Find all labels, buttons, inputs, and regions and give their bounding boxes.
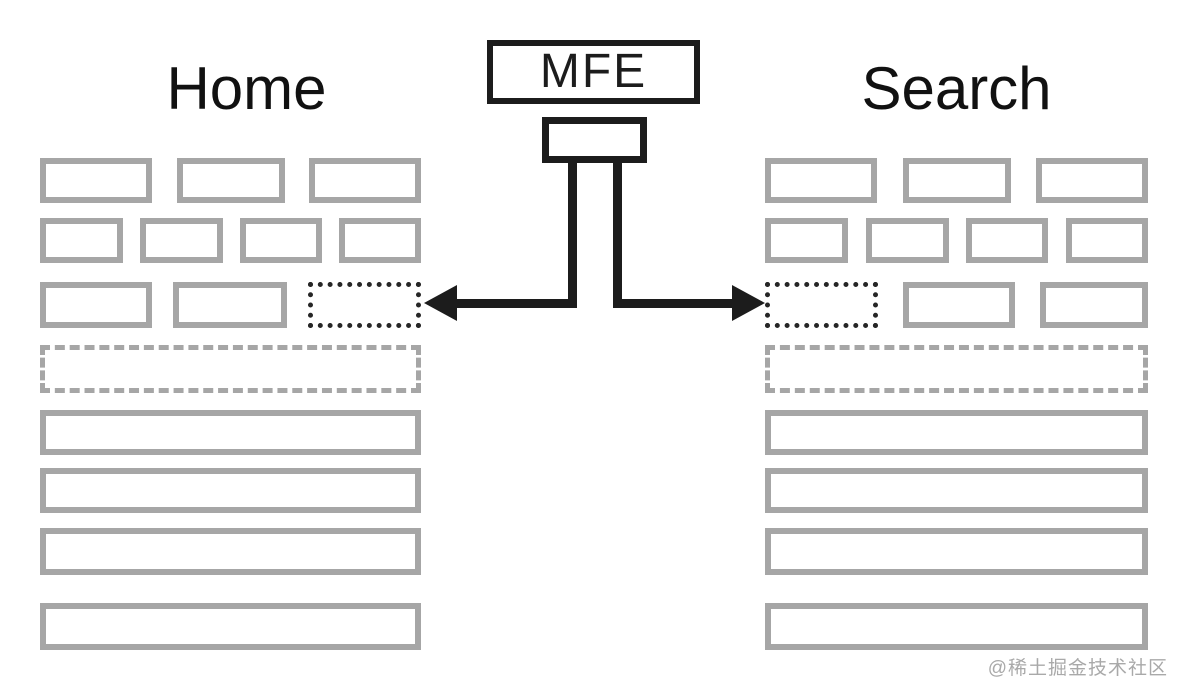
wireframe-tile bbox=[865, 218, 949, 263]
page-title-search: Search bbox=[861, 55, 1052, 122]
wireframe-row bbox=[765, 282, 1148, 328]
page-title-home: Home bbox=[166, 55, 327, 122]
wireframe-row bbox=[40, 410, 421, 455]
mfe-slot-placeholder bbox=[308, 282, 421, 328]
connector-right-line bbox=[613, 299, 735, 308]
wireframe-row bbox=[765, 218, 1148, 263]
wireframe-row bbox=[40, 468, 421, 513]
wireframe-tile bbox=[966, 218, 1049, 263]
wireframe-tile bbox=[40, 282, 152, 328]
content-block bbox=[40, 603, 421, 650]
wireframe-row bbox=[40, 158, 421, 203]
arrowhead-left-icon bbox=[424, 285, 457, 321]
arrowhead-right-icon bbox=[732, 285, 765, 321]
wireframe-row bbox=[765, 468, 1148, 513]
dashed-placeholder bbox=[765, 345, 1148, 393]
mfe-slot-placeholder bbox=[765, 282, 878, 328]
wireframe-row bbox=[765, 603, 1148, 650]
wireframe-tile bbox=[40, 218, 123, 263]
wireframe-row bbox=[40, 345, 421, 393]
wireframe-tile bbox=[309, 158, 421, 203]
search-page-wireframe bbox=[765, 0, 1148, 693]
connector-left-leg bbox=[568, 160, 577, 308]
wireframe-tile bbox=[140, 218, 223, 263]
wireframe-row bbox=[765, 158, 1148, 203]
content-block bbox=[765, 410, 1148, 455]
wireframe-row bbox=[40, 528, 421, 575]
wireframe-tile bbox=[902, 158, 1011, 203]
connector-left-line bbox=[451, 299, 577, 308]
watermark: @稀土掘金技术社区 bbox=[987, 658, 1168, 679]
wireframe-tile bbox=[240, 218, 322, 263]
wireframe-tile bbox=[173, 282, 287, 328]
wireframe-row bbox=[765, 528, 1148, 575]
wireframe-row bbox=[765, 410, 1148, 455]
dashed-placeholder bbox=[40, 345, 421, 393]
wireframe-tile bbox=[176, 158, 285, 203]
wireframe-tile bbox=[40, 158, 152, 203]
home-page-wireframe bbox=[40, 0, 421, 693]
content-block bbox=[40, 528, 421, 575]
content-block bbox=[765, 603, 1148, 650]
content-block bbox=[40, 410, 421, 455]
wireframe-row bbox=[40, 218, 421, 263]
wireframe-tile bbox=[903, 282, 1015, 328]
connector-right-leg bbox=[613, 160, 622, 308]
wireframe-tile bbox=[765, 158, 877, 203]
wireframe-row bbox=[40, 603, 421, 650]
mfe-node: MFE bbox=[487, 40, 700, 104]
wireframe-tile bbox=[765, 218, 848, 263]
mfe-label: MFE bbox=[539, 45, 648, 98]
wireframe-tile bbox=[339, 218, 421, 263]
mfe-module-box bbox=[542, 117, 647, 163]
wireframe-row bbox=[765, 345, 1148, 393]
wireframe-row bbox=[40, 282, 421, 328]
content-block bbox=[765, 468, 1148, 513]
wireframe-tile bbox=[1040, 282, 1148, 328]
wireframe-tile bbox=[1065, 218, 1148, 263]
content-block bbox=[40, 468, 421, 513]
wireframe-tile bbox=[1036, 158, 1148, 203]
content-block bbox=[765, 528, 1148, 575]
